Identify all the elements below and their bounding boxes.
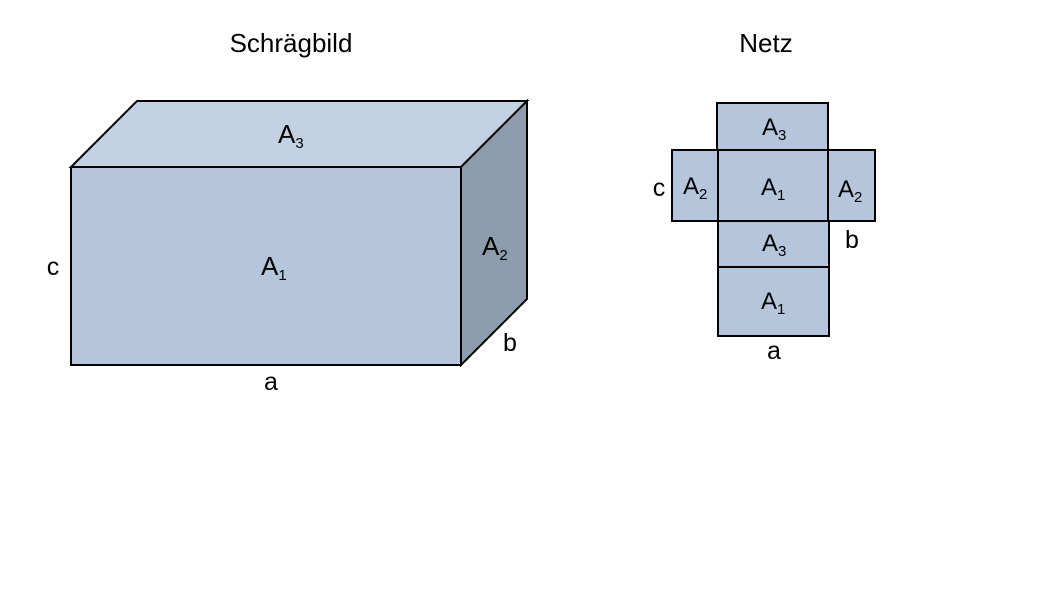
net-bottom-face: [717, 266, 830, 337]
net-dim-b: b: [845, 226, 859, 254]
cuboid-dim-b: b: [503, 329, 517, 357]
cuboid-top-face: [68, 100, 530, 168]
net-middle-label: A3: [762, 230, 786, 260]
net-right-label: A2: [838, 176, 862, 206]
net-left-face: [671, 149, 719, 222]
cuboid-front-label: A1: [261, 251, 287, 284]
net-dim-c: c: [653, 174, 666, 202]
net-right-face: [827, 149, 876, 222]
cuboid-side-label: A2: [482, 231, 508, 264]
net-top-face: [716, 102, 829, 151]
cuboid-top-label: A3: [278, 119, 304, 152]
cuboid-dim-a: a: [264, 368, 278, 396]
net-center-label: A1: [761, 174, 785, 204]
cuboid-front-face: [70, 166, 462, 366]
cuboid-dim-c: c: [47, 253, 60, 281]
net-center-face: [717, 149, 829, 222]
net-top-label: A3: [762, 114, 786, 144]
schraegbild-figure: Schrägbild A3 A1 A2 c a b: [47, 28, 530, 396]
net-middle-face: [717, 220, 830, 268]
net-left-label: A2: [683, 173, 707, 203]
netz-figure: Netz A3 A2 A1 A2 A3 A1 c b a: [653, 28, 876, 365]
net-bottom-label: A1: [761, 288, 785, 318]
net-dim-a: a: [767, 337, 781, 365]
schraegbild-title: Schrägbild: [230, 28, 353, 58]
netz-title: Netz: [739, 28, 792, 58]
